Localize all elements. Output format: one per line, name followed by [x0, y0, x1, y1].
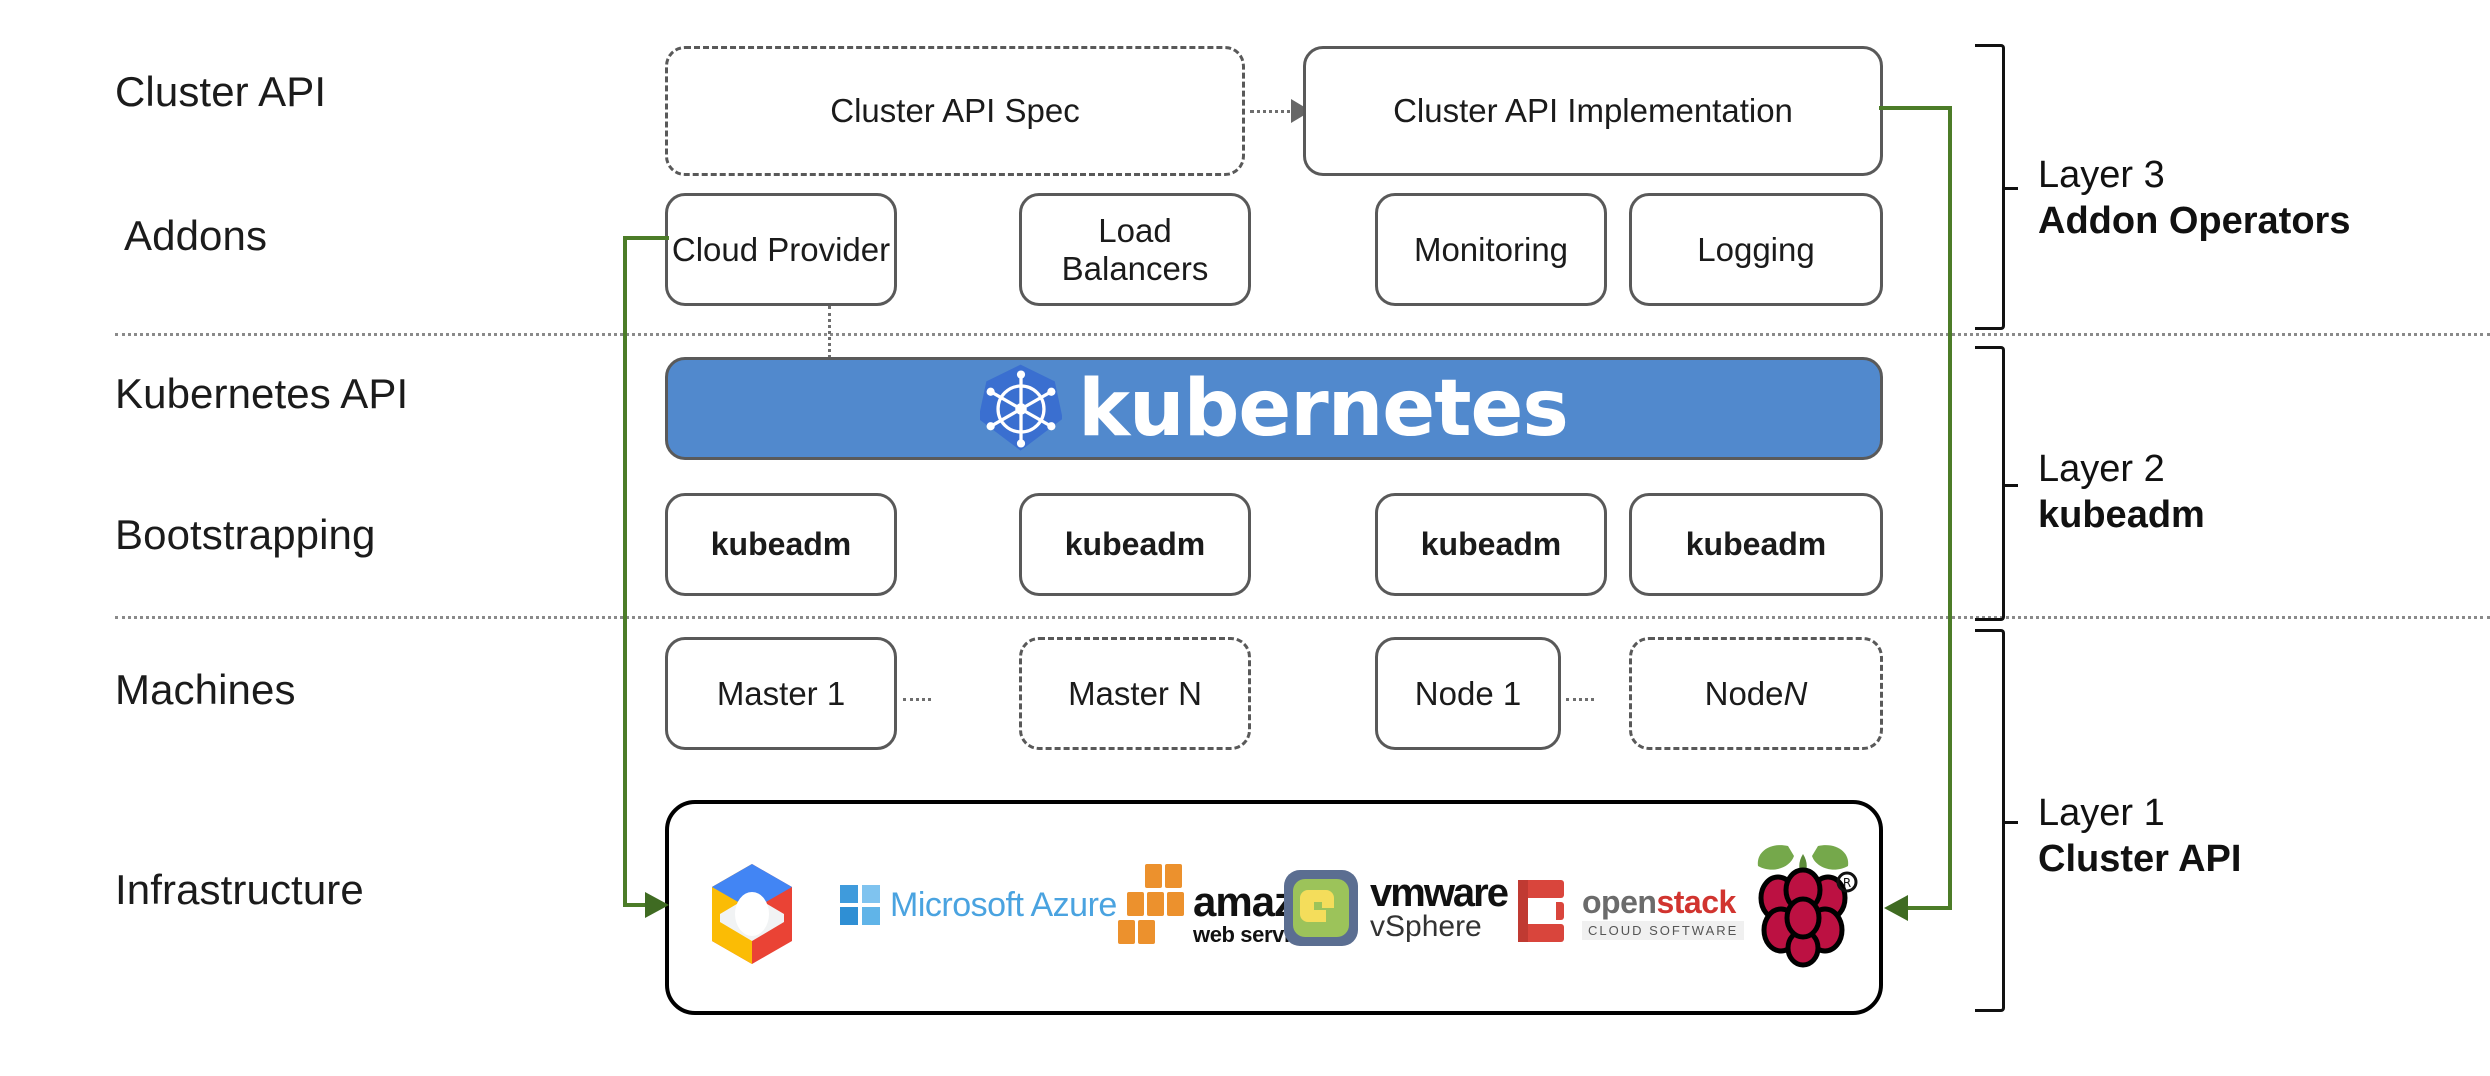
raspberry-pi-icon: R [1757, 845, 1858, 968]
google-cloud-platform-icon [712, 864, 792, 964]
master1-to-masterN-connector [903, 698, 931, 701]
logo-google-cloud-platform [706, 862, 798, 966]
row-label-cluster-api: Cluster API [115, 68, 327, 115]
layer-3-number: Layer 3 [2038, 154, 2165, 196]
machine-box-master-n[interactable]: Master N [1019, 637, 1251, 750]
kubeadm-box-3[interactable]: kubeadm [1375, 493, 1607, 596]
microsoft-squares-icon [840, 885, 880, 925]
machine-box-node-n-label: Node [1704, 674, 1784, 712]
green-right-top-segment [1879, 106, 1952, 110]
separator-layer2-layer1 [115, 616, 2490, 619]
logo-openstack: openstack CLOUD SOFTWARE [1512, 876, 1745, 948]
kubeadm-box-2[interactable]: kubeadm [1019, 493, 1251, 596]
machine-box-node-1[interactable]: Node 1 [1375, 637, 1561, 750]
vsphere-sublabel: vSphere [1370, 910, 1482, 943]
green-right-arrow-icon [1884, 895, 1908, 921]
logo-vmware-vsphere: vmware vSphere [1282, 868, 1509, 948]
row-label-bootstrapping: Bootstrapping [115, 511, 376, 558]
addon-box-monitoring[interactable]: Monitoring [1375, 193, 1607, 306]
kubernetes-helm-wheel-logo-icon [980, 364, 1063, 451]
layer-2-name: kubeadm [2038, 494, 2205, 537]
separator-layer3-layer2 [115, 333, 2490, 336]
layer-1-name: Cluster API [2038, 838, 2242, 881]
addon-box-logging[interactable]: Logging [1629, 193, 1883, 306]
kubernetes-banner: kubernetes [665, 357, 1883, 460]
svg-text:R: R [1843, 876, 1851, 890]
machine-box-master-1[interactable]: Master 1 [665, 637, 897, 750]
microsoft-azure-label: Microsoft Azure [890, 885, 1117, 924]
layer-1-number: Layer 1 [2038, 792, 2165, 834]
layer-3-name: Addon Operators [2038, 200, 2351, 243]
kubeadm-box-4[interactable]: kubeadm [1629, 493, 1883, 596]
addon-box-cloud-provider[interactable]: Cloud Provider [665, 193, 897, 306]
layer-2-number: Layer 2 [2038, 448, 2165, 490]
bracket-layer-1 [1975, 629, 2018, 1012]
layer-2-label: Layer 2 kubeadm [2038, 446, 2205, 539]
row-label-infrastructure: Infrastructure [115, 866, 364, 913]
cluster-api-implementation-box[interactable]: Cluster API Implementation [1303, 46, 1883, 176]
layer-3-label: Layer 3 Addon Operators [2038, 152, 2350, 245]
green-left-vertical-segment [623, 236, 627, 905]
openstack-open-label: open [1582, 884, 1657, 920]
bracket-layer-3 [1975, 44, 2018, 330]
openstack-icon [1518, 880, 1564, 942]
layer-1-label: Layer 1 Cluster API [2038, 790, 2241, 883]
kubernetes-wordmark: kubernetes [1078, 363, 1569, 454]
openstack-stack-label: stack [1656, 884, 1736, 920]
bracket-layer-2 [1975, 346, 2018, 621]
row-label-kubernetes-api: Kubernetes API [115, 370, 409, 417]
aws-cubes-icon [1118, 864, 1184, 944]
green-left-arrow-icon [645, 892, 669, 918]
openstack-sublabel: CLOUD SOFTWARE [1582, 921, 1745, 940]
row-label-machines: Machines [115, 666, 296, 713]
logo-raspberry-pi: R [1748, 840, 1858, 968]
addon-box-load-balancers[interactable]: Load Balancers [1019, 193, 1251, 306]
logo-microsoft-azure: Microsoft Azure [840, 885, 1117, 925]
green-right-vertical-segment [1948, 106, 1952, 908]
spec-to-impl-connector [1250, 110, 1298, 113]
green-right-bottom-segment [1908, 906, 1952, 910]
row-label-addons: Addons [124, 212, 268, 259]
cluster-api-spec-box[interactable]: Cluster API Spec [665, 46, 1245, 176]
vmware-vsphere-icon [1284, 870, 1358, 946]
kubeadm-box-1[interactable]: kubeadm [665, 493, 897, 596]
node1-to-nodeN-connector [1566, 698, 1594, 701]
machine-box-node-n[interactable]: Node N [1629, 637, 1883, 750]
green-left-top-segment [623, 236, 669, 240]
cloud-provider-to-k8s-connector [828, 306, 831, 358]
logo-amazon-web-services: amazon web services [1115, 862, 1344, 948]
machine-box-node-n-suffix: N [1783, 674, 1808, 712]
green-left-bottom-segment [623, 903, 651, 907]
vmware-wordmark: vmware [1370, 871, 1509, 915]
